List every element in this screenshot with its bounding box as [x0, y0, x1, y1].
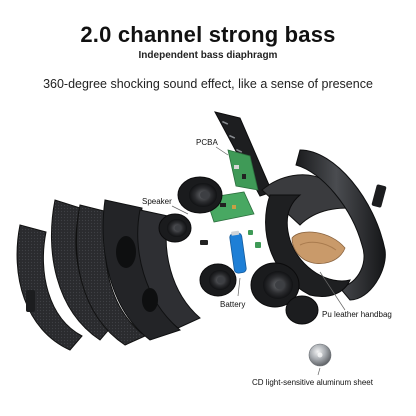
leader-cd [317, 367, 321, 376]
label-handbag: Pu leather handbag [322, 310, 392, 319]
leader-pcba [215, 146, 229, 156]
end-cap-left [26, 290, 35, 312]
leader-handbag [319, 271, 346, 311]
speaker-bottom [199, 263, 237, 297]
label-pcba: PCBA [196, 138, 218, 147]
label-cd-sheet: CD light-sensitive aluminum sheet [252, 378, 373, 387]
leader-battery [237, 277, 241, 297]
speaker-left [158, 213, 192, 243]
speaker-top [177, 176, 223, 214]
page-tagline: 360-degree shocking sound effect, like a… [43, 77, 373, 91]
component-connector [255, 242, 261, 248]
inner-frame [102, 199, 201, 341]
page-subtitle: Independent bass diaphragm [138, 50, 278, 61]
label-speaker: Speaker [142, 197, 172, 206]
page-title: 2.0 channel strong bass [80, 22, 336, 47]
leader-speaker [171, 205, 189, 215]
component-connector-2 [248, 230, 253, 235]
label-battery: Battery [220, 300, 246, 309]
component-chip [200, 240, 208, 245]
speaker-right [250, 262, 300, 308]
battery [229, 230, 247, 274]
bass-diaphragm [285, 295, 319, 325]
end-cap-right [371, 184, 387, 208]
pu-leather-handbag [291, 231, 346, 264]
